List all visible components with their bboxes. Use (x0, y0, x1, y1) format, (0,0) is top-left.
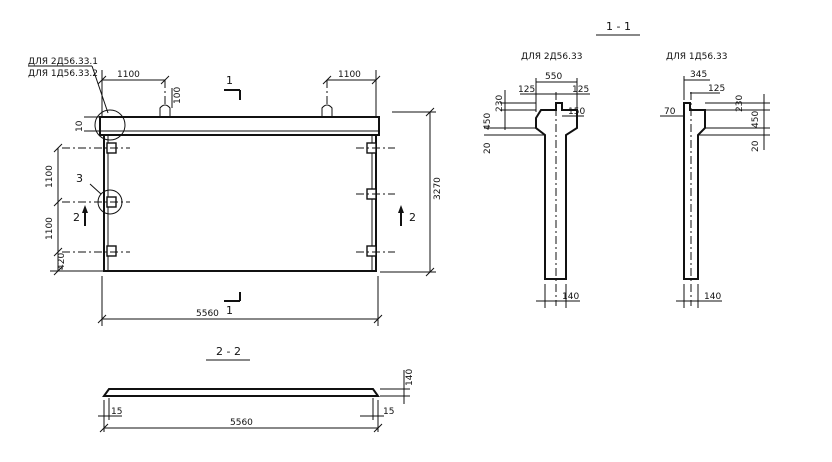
cut-1-bottom-label: 1 (226, 304, 233, 317)
profile-2d-dim-140: 140 (562, 292, 579, 302)
profile-1d-dim-140: 140 (704, 292, 721, 302)
profile-1d-dim-345: 345 (690, 70, 707, 80)
lifting-loop-left (159, 104, 171, 117)
profile-1d-dim-70: 70 (664, 107, 676, 117)
profile-2d-dim-125-right: 125 (572, 85, 589, 95)
profile-1d-dim-125: 125 (708, 84, 725, 94)
section-dim-15-right: 15 (383, 407, 394, 417)
cut-1-top-label: 1 (226, 74, 233, 87)
section-2-2-view: 2 - 2 140 15 15 5560 (98, 345, 415, 433)
profile-1d-dim-20: 20 (751, 140, 761, 152)
dim-10: 10 (75, 120, 85, 132)
profile-2d-caption: ДЛЯ 2Д56.33 (521, 52, 582, 62)
section-dim-15-left: 15 (111, 407, 122, 417)
profile-2d-dim-230: 230 (495, 95, 505, 112)
profile-2d-dim-20: 20 (483, 142, 493, 154)
profile-2d-dim-450: 450 (483, 113, 493, 130)
profile-2d-dim-550: 550 (545, 72, 562, 82)
dim-row1: 1100 (45, 165, 55, 188)
profile-2d: ДЛЯ 2Д56.33 550 125 125 150 230 450 20 1… (483, 52, 590, 308)
detail-circle-corner (94, 109, 126, 141)
section-dim-length: 5560 (230, 418, 253, 428)
cut-2-left-label: 2 (73, 211, 80, 224)
callout-3: 3 (76, 172, 83, 185)
section-dim-140: 140 (405, 369, 415, 386)
top-flange (99, 116, 380, 136)
profile-1d-dim-230: 230 (735, 95, 745, 112)
dim-height: 3270 (433, 177, 443, 200)
dim-top-left: 1100 (117, 70, 140, 80)
cut-2-right-label: 2 (409, 211, 416, 224)
wall-panel (103, 134, 377, 272)
dim-top-right: 1100 (338, 70, 361, 80)
profile-1d-dim-450: 450 (751, 111, 761, 128)
section-2-2-title: 2 - 2 (216, 345, 241, 358)
section-1-1-title: 1 - 1 (606, 20, 631, 33)
dim-420: 420 (57, 253, 67, 270)
lifting-loop-right (321, 104, 333, 117)
note-1d: ДЛЯ 1Д56.33.2 (28, 69, 98, 79)
profile-2d-dim-125-left: 125 (518, 85, 535, 95)
dim-length: 5560 (196, 309, 219, 319)
main-elevation-view: 1100 1100 100 ДЛЯ 2Д56.33.1 ДЛЯ 1Д56.33.… (28, 57, 443, 326)
profile-1d: ДЛЯ 1Д56.33 345 125 70 230 450 20 140 (660, 52, 770, 308)
dim-row2: 1100 (45, 217, 55, 240)
profile-2d-dim-150: 150 (568, 107, 585, 117)
section-2-2-slab (102, 388, 380, 397)
profile-1d-caption: ДЛЯ 1Д56.33 (666, 52, 727, 62)
dim-loop-height: 100 (173, 87, 183, 104)
note-2d: ДЛЯ 2Д56.33.1 (28, 57, 98, 67)
profile-1d-shape (683, 102, 706, 280)
